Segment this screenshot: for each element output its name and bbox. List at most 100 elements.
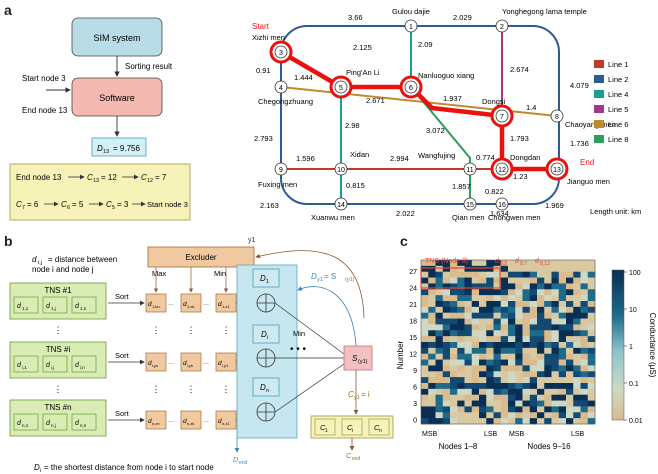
heatmap-cell (493, 406, 502, 413)
heatmap-cell (457, 336, 465, 343)
sorted-cell-var: d (218, 418, 222, 425)
heatmap-cell (486, 312, 494, 319)
heatmap-cell (435, 306, 444, 314)
heatmap-cell (493, 312, 502, 319)
heatmap-cell (515, 336, 523, 343)
heatmap-cell (493, 277, 502, 284)
heatmap-cell (493, 301, 502, 308)
cn-sub: n (379, 428, 382, 434)
heatmap-cell (442, 324, 451, 331)
heatmap-cell (421, 377, 429, 384)
min-label: Min (214, 269, 226, 278)
heatmap-cell (442, 400, 451, 407)
heatmap-cell (573, 418, 581, 425)
heatmap-cell (515, 330, 523, 337)
distance-label: 1.4 (526, 103, 536, 112)
heatmap-cell (500, 336, 509, 343)
tns-cell-var: d (46, 303, 51, 310)
heatmap-cell (457, 271, 465, 278)
c1-sub: 1 (325, 428, 328, 434)
heatmap-cell (537, 347, 545, 355)
tns-cell (71, 413, 97, 431)
heatmap-cell (464, 260, 473, 267)
heatmap-cell (486, 265, 494, 273)
heatmap-cell (450, 330, 458, 337)
heatmap-cell (529, 412, 538, 419)
heatmap-cell (435, 271, 444, 278)
heatmap-cell (421, 342, 429, 349)
distance-label: 1.596 (296, 154, 315, 163)
tns-cell-var: d (17, 362, 22, 369)
legend-swatch (594, 135, 604, 143)
heatmap-cell (479, 371, 487, 378)
heatmap-cell (580, 365, 589, 372)
heatmap-cell (435, 418, 444, 425)
heatmap-cell (573, 365, 581, 372)
heatmap-cell (500, 301, 509, 308)
heatmap-cell (580, 318, 589, 325)
seq1-c12-val: = 7 (155, 173, 167, 182)
heatmap-cell (544, 371, 552, 378)
d813-sub: 8,13 (540, 261, 550, 267)
s-sub: (y1) (358, 359, 368, 365)
station-marker (274, 45, 288, 59)
xtick-lsb1: LSB (484, 431, 498, 438)
heatmap-cell (573, 295, 581, 302)
feedback-arrow (255, 250, 365, 319)
sorted-cell (145, 410, 167, 430)
d1-box (252, 268, 280, 288)
heatmap-cell (529, 330, 538, 337)
station-marker (550, 162, 564, 176)
heatmap-cell (537, 365, 545, 372)
station-number: 14 (337, 202, 345, 209)
tns-cell-var: d (46, 420, 51, 427)
heatmap-cell (522, 371, 531, 378)
heatmap-cell (450, 283, 458, 290)
station-name: Qian men (452, 213, 485, 222)
heatmap-cell (457, 301, 465, 308)
heatmap-cell (500, 277, 509, 284)
distance-label: 4.079 (570, 81, 589, 90)
heatmap-cell (471, 312, 480, 319)
heatmap-cell (421, 371, 429, 378)
tns-cell-sub: i,1 (22, 365, 27, 370)
heatmap-cell (435, 388, 444, 396)
heatmap-cell (580, 394, 589, 401)
heatmap-cell (551, 353, 560, 360)
max-label: Max (152, 269, 166, 278)
heatmap-cell (508, 283, 516, 290)
heatmap-cell (486, 394, 494, 401)
heatmap-cell (522, 412, 531, 419)
def-d: d (32, 255, 37, 264)
heatmap-cell (573, 353, 581, 360)
heatmap-cell (421, 289, 429, 296)
vertical-ellipsis: ⋮ (54, 325, 63, 335)
cy1-var: C (348, 390, 354, 399)
heatmap-cell (486, 277, 494, 284)
heatmap-cell (442, 353, 451, 360)
heatmap-cell (515, 318, 523, 325)
flowchart: SIM system Sorting result Software Start… (9, 17, 191, 221)
heatmap-cell (508, 295, 516, 302)
heatmap-cell (435, 406, 444, 413)
heatmap-cell (580, 312, 589, 319)
heatmap-cell (450, 260, 458, 267)
heatmap-cell (580, 377, 589, 384)
heatmap-cell (486, 353, 494, 360)
heatmap-cell (522, 353, 531, 360)
heatmap-cell (464, 365, 473, 372)
heatmap-cell (587, 400, 596, 407)
heatmap-cell (508, 347, 516, 355)
heatmap-cell (529, 289, 538, 296)
heatmap-cell (479, 324, 487, 331)
colorbar (611, 269, 625, 421)
heatmap-cell (587, 265, 596, 273)
heatmap-cell (457, 277, 465, 284)
heatmap-cell (479, 394, 487, 401)
heatmap-cell (421, 400, 429, 407)
heatmap-cell (551, 383, 560, 390)
dn-box (252, 377, 280, 397)
sorting-result-label: Sorting result (125, 62, 173, 71)
heatmap-cell (450, 289, 458, 296)
